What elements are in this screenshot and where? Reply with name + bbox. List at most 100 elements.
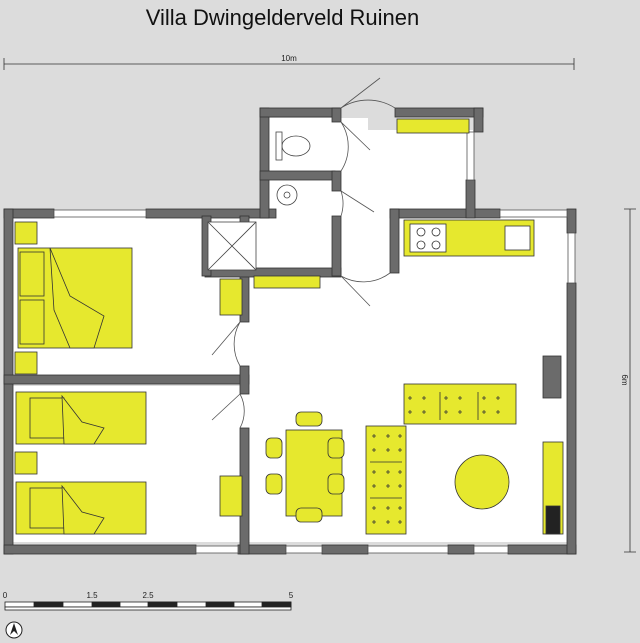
tuft-mark (386, 470, 390, 474)
door-bedroom-1 (211, 321, 241, 367)
chair-left-1 (265, 437, 283, 459)
pillow-4 (29, 487, 65, 529)
window-living-3 (473, 545, 509, 554)
tufting-marks (372, 396, 500, 524)
wall-bottom-mid3 (447, 544, 475, 555)
fireplace-icon (542, 355, 562, 399)
tuft-mark (372, 520, 376, 524)
wardrobe-bedroom-2 (219, 475, 243, 517)
pillow-3 (29, 397, 65, 439)
wall-bedroom-vertical-2 (239, 365, 250, 395)
height-label: 6m (620, 374, 629, 385)
tuft-mark (482, 396, 486, 400)
scale-tick-1: 1.5 (86, 591, 98, 600)
door-front (340, 77, 396, 109)
sofa-left (365, 425, 407, 535)
tuft-mark (422, 410, 426, 414)
tuft-mark (398, 520, 402, 524)
nightstand-1 (14, 221, 38, 245)
shelf-corridor (253, 275, 321, 289)
duvet-fold-2 (61, 394, 105, 445)
wall-bath-right-top (331, 107, 342, 123)
tuft-mark (386, 448, 390, 452)
wall-right (566, 282, 577, 555)
window-kitchen-side (567, 232, 576, 284)
entrance-floor (368, 130, 473, 216)
wall-bottom-mid2 (321, 544, 369, 555)
tuft-mark (444, 396, 448, 400)
tuft-mark (372, 434, 376, 438)
coffee-table (454, 454, 510, 510)
tuft-mark (372, 448, 376, 452)
walls (3, 107, 577, 555)
width-dimension (3, 58, 575, 70)
doors (211, 77, 396, 429)
chair-right-2 (327, 473, 345, 495)
window-kitchen (499, 209, 568, 218)
wall-corridor (331, 215, 342, 277)
tuft-mark (482, 410, 486, 414)
wall-right-top (566, 208, 577, 234)
wall-bedroom-divider (3, 374, 250, 385)
sofa-left-seams (370, 461, 402, 499)
chair-right-1 (327, 437, 345, 459)
shower-cross (207, 221, 257, 271)
tuft-mark (386, 506, 390, 510)
sofa-top (403, 383, 517, 425)
sink-drain-icon (283, 191, 291, 199)
tuft-mark (386, 484, 390, 488)
pillow-1 (19, 251, 45, 297)
toilet-tank (275, 131, 283, 161)
tv-icon (545, 505, 561, 535)
stove-icon (409, 223, 447, 253)
tuft-mark (496, 410, 500, 414)
tuft-mark (398, 484, 402, 488)
door-bathroom (340, 190, 375, 217)
wall-bath-left (259, 107, 270, 219)
height-dimension (624, 208, 636, 553)
windows (53, 131, 576, 554)
wall-bath-middle (259, 170, 336, 181)
tuft-mark (398, 448, 402, 452)
tuft-mark (386, 434, 390, 438)
chair-top (295, 411, 323, 427)
tuft-mark (398, 470, 402, 474)
furniture (14, 118, 564, 535)
dimension-lines (3, 58, 636, 553)
tuft-mark (398, 506, 402, 510)
pillow-2 (19, 299, 45, 345)
tuft-mark (422, 396, 426, 400)
wall-entrance-right (465, 179, 476, 219)
scale-tick-2: 2.5 (142, 591, 154, 600)
toilet-icon (281, 135, 311, 157)
burner-icon (431, 227, 441, 237)
wall-bottom-right (507, 544, 577, 555)
tuft-mark (444, 410, 448, 414)
burner-icon (431, 240, 441, 250)
tuft-mark (496, 396, 500, 400)
tuft-mark (372, 484, 376, 488)
dark-fixtures (542, 355, 562, 535)
tuft-mark (458, 396, 462, 400)
tuft-mark (372, 470, 376, 474)
tuft-mark (386, 520, 390, 524)
tuft-mark (398, 434, 402, 438)
burner-icon (416, 227, 426, 237)
plan-title: Villa Dwingelderveld Ruinen (145, 5, 420, 30)
nightstand-2 (14, 351, 38, 375)
nightstand-3 (14, 451, 38, 475)
window-living-2 (367, 545, 449, 554)
sofa-tufting (370, 392, 500, 524)
wall-bath-right-mid (331, 170, 342, 192)
kitchen-sink-icon (504, 225, 531, 251)
window-bedroom-1 (53, 209, 147, 218)
window-living-1 (285, 545, 323, 554)
door-corridor (340, 272, 391, 307)
bathroom-fixtures (207, 131, 311, 271)
width-label: 10m (281, 54, 297, 63)
entrance-shelf (396, 118, 470, 134)
sofa-top-seams (439, 392, 479, 420)
door-toilet (340, 121, 371, 172)
